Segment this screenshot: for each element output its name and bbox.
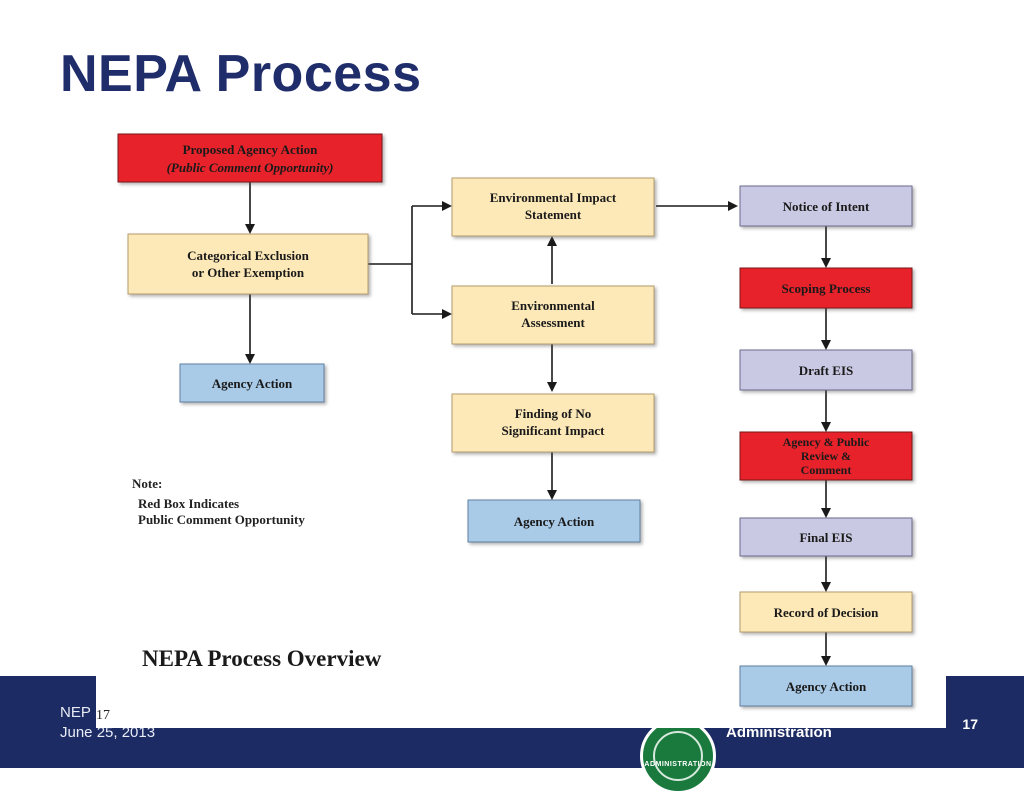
footer-org-text: NEP [60,704,91,721]
node-label: Categorical Exclusion [187,248,309,263]
node-label: Statement [525,207,582,222]
node-label: Notice of Intent [783,199,870,214]
node-label: Finding of No [515,406,592,421]
note-line-2: Public Comment Opportunity [138,512,305,527]
node-notice-of-intent: Notice of Intent [739,185,913,227]
node-proposed-agency-action: Proposed Agency Action (Public Comment O… [117,133,383,183]
note-heading: Note: [132,476,162,491]
node-label: Record of Decision [774,605,879,620]
node-categorical-exclusion: Categorical Exclusion or Other Exemption [127,233,369,295]
node-label: Agency Action [786,679,867,694]
node-label: or Other Exemption [192,265,305,280]
slide-title: NEPA Process [60,45,422,103]
nepa-process-diagram: Proposed Agency Action (Public Comment O… [96,122,946,728]
legend-note: Note: Red Box Indicates Public Comment O… [132,476,305,527]
node-label: Assessment [521,315,585,330]
node-agency-action-left: Agency Action [179,363,325,403]
footer-date: June 25, 2013 [60,724,156,741]
node-label: Environmental [511,298,595,313]
flowchart-canvas: Proposed Agency Action (Public Comment O… [117,133,913,707]
node-label: Environmental Impact [490,190,617,205]
footer-administration: Administration [726,724,832,741]
node-label: Draft EIS [799,363,854,378]
node-scoping-process: Scoping Process [739,267,913,309]
node-environmental-impact-statement: Environmental Impact Statement [451,177,655,237]
connector-lines [245,182,831,666]
node-label: Agency Action [514,514,595,529]
node-environmental-assessment: Environmental Assessment [451,285,655,345]
node-finding-of-no-significant-impact: Finding of No Significant Impact [451,393,655,453]
node-record-of-decision: Record of Decision [739,591,913,633]
node-agency-public-review-comment: Agency & Public Review & Comment [739,431,913,481]
node-label: Agency & Public [783,435,870,449]
node-label: Final EIS [799,530,852,545]
node-label: (Public Comment Opportunity) [167,160,334,175]
diagram-corner-number: 17 [96,708,110,723]
note-line-1: Red Box Indicates [138,496,239,511]
node-label: Significant Impact [502,423,606,438]
seal-lettering: ADMINISTRATION [644,761,712,768]
node-label: Proposed Agency Action [183,142,319,157]
diagram-overview-title: NEPA Process Overview [142,646,382,671]
node-label: Scoping Process [782,281,871,296]
node-label: Review & [801,449,851,463]
node-agency-action-right: Agency Action [739,665,913,707]
node-label: Comment [801,463,852,477]
node-final-eis: Final EIS [739,517,913,557]
node-agency-action-middle: Agency Action [467,499,641,543]
agency-seal-logo: ADMINISTRATION [640,718,716,794]
node-draft-eis: Draft EIS [739,349,913,391]
node-label: Agency Action [212,376,293,391]
page-number: 17 [962,716,978,732]
